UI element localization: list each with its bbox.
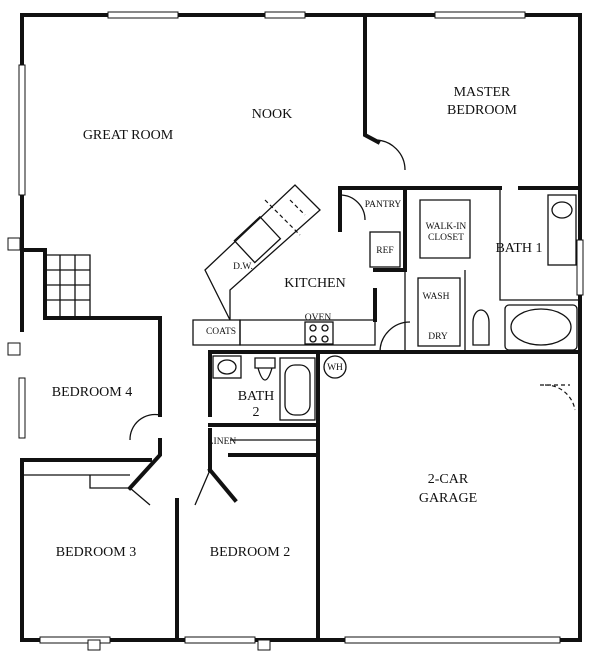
label-great-room: GREAT ROOM [83, 128, 174, 143]
label-dry: DRY [428, 332, 448, 342]
label-nook: NOOK [252, 107, 292, 122]
label-dw: D.W. [233, 262, 253, 272]
label-walkin-1: WALK-IN [426, 222, 467, 232]
label-bedroom3: BEDROOM 3 [56, 545, 137, 560]
walls [20, 13, 582, 642]
label-wash: WASH [423, 292, 450, 302]
label-garage-2: GARAGE [419, 491, 477, 506]
label-pantry: PANTRY [365, 200, 402, 210]
label-kitchen: KITCHEN [284, 276, 345, 291]
label-garage-1: 2-CAR [428, 472, 469, 487]
label-bath1: BATH 1 [495, 241, 542, 256]
label-linen: LINEN [208, 437, 237, 447]
label-ref: REF [376, 246, 393, 256]
label-bath2-2: 2 [253, 405, 260, 420]
label-coats: COATS [206, 327, 236, 337]
label-walkin-2: CLOSET [428, 233, 464, 243]
windows [7, 11, 584, 651]
room-labels: GREAT ROOM NOOK MASTER BEDROOM PANTRY WA… [52, 85, 543, 560]
label-bedroom4: BEDROOM 4 [52, 385, 133, 400]
label-bedroom2: BEDROOM 2 [210, 545, 291, 560]
label-wh: WH [327, 363, 343, 373]
label-master-1: MASTER [454, 85, 511, 100]
fixtures [45, 139, 578, 506]
label-oven: OVEN [305, 313, 332, 323]
label-bath2-1: BATH [238, 389, 275, 404]
label-master-2: BEDROOM [447, 103, 518, 118]
